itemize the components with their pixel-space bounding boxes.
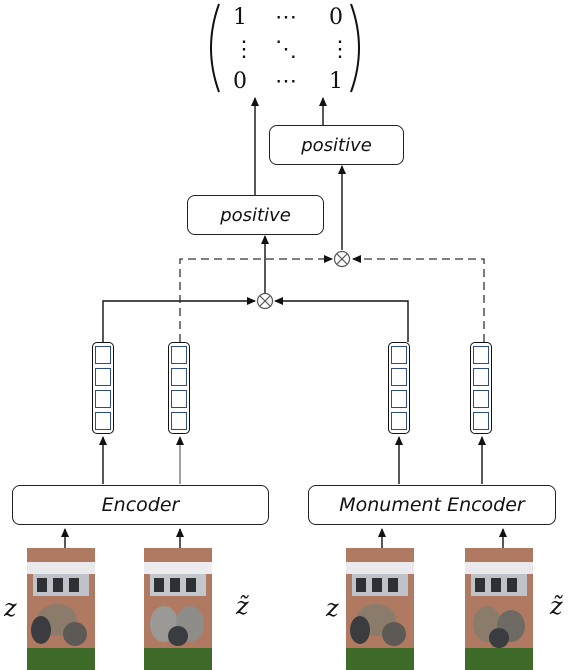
feature-vector-4	[470, 342, 492, 434]
identity-matrix: 1 ⋯ 0 ⋮ ⋱ ⋮ 0 ⋯ 1	[210, 3, 360, 94]
matrix-cell-0-2: 0	[329, 5, 343, 30]
label-z-tilde-left: z̃	[236, 592, 249, 620]
matrix-cell-0-1: ⋯	[275, 5, 297, 30]
matrix-cell-2-2: 1	[329, 69, 343, 94]
monument-encoder-box: Monument Encoder	[308, 485, 556, 525]
positive-box-left: positive	[187, 195, 324, 235]
feature-vector-3	[388, 342, 410, 434]
monument-encoder-label: Monument Encoder	[339, 494, 525, 516]
matrix-cell-1-2: ⋮	[329, 37, 351, 62]
input-image-z-1	[27, 548, 95, 670]
matrix-cell-2-0: 0	[233, 69, 247, 94]
feature-vector-2	[168, 342, 190, 434]
encoder-box: Encoder	[12, 485, 269, 525]
label-z-tilde-right: z̃	[550, 592, 563, 620]
input-image-z-tilde-2	[465, 548, 533, 670]
label-z-left: z	[4, 594, 17, 622]
label-z-right: z	[326, 594, 339, 622]
multiply-icon-lower	[256, 292, 274, 310]
feature-vector-1	[92, 342, 114, 434]
positive-label-left: positive	[220, 204, 291, 226]
multiply-icon-upper	[333, 250, 351, 268]
matrix-cell-2-1: ⋯	[275, 69, 297, 94]
input-image-z-2	[346, 548, 414, 670]
matrix-cell-1-1: ⋱	[275, 37, 297, 62]
input-image-z-tilde-1	[144, 548, 212, 670]
encoder-label: Encoder	[101, 494, 180, 516]
positive-label-right: positive	[301, 134, 372, 156]
positive-box-right: positive	[269, 125, 404, 165]
matrix-cell-1-0: ⋮	[233, 37, 255, 62]
matrix-cell-0-0: 1	[233, 5, 247, 30]
